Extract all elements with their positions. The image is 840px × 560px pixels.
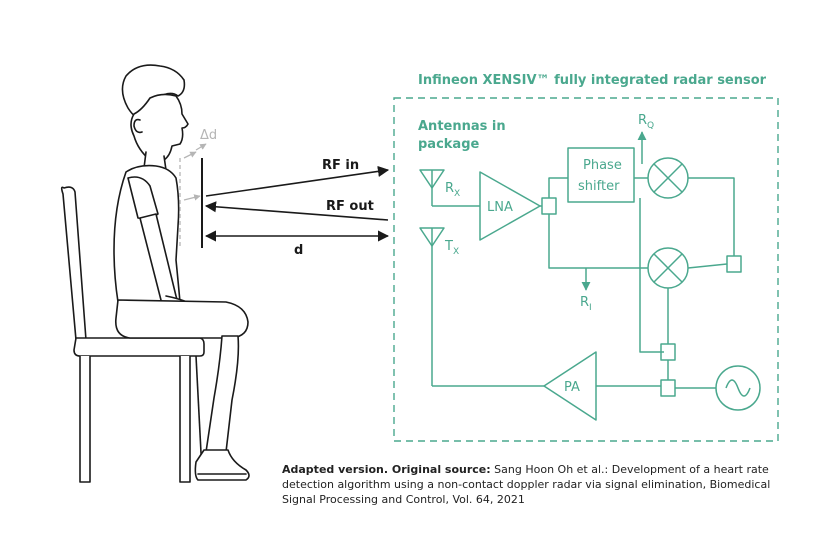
rx-label: RX	[445, 181, 460, 199]
mixer-icon	[647, 247, 689, 289]
antennas-label-line2: package	[418, 137, 480, 152]
phase-shifter-box	[567, 147, 635, 203]
rx-antenna-icon	[419, 169, 445, 206]
rf-in-label: RF in	[322, 158, 359, 173]
caption-text: Sang Hoon Oh et al.: Development of a he…	[282, 463, 771, 506]
source-caption: Adapted version. Original source: Sang H…	[282, 462, 802, 507]
sensor-box	[393, 97, 779, 442]
sensor-title: Infineon XENSIV™ fully integrated radar …	[418, 73, 767, 88]
chair-icon	[60, 186, 205, 483]
rq-label: RQ	[638, 113, 654, 131]
lo-node	[726, 255, 742, 273]
caption-bold: Adapted version. Original source:	[282, 463, 491, 476]
phase-shifter-label-line2: shifter	[578, 179, 620, 194]
splitter-node	[541, 197, 557, 215]
phase-shifter-label-line1: Phase	[583, 158, 622, 173]
rf-in-arrow	[205, 165, 390, 197]
pa-label: PA	[564, 380, 580, 395]
delta-d-label: Δd	[200, 128, 217, 143]
chest-displacement-marks	[179, 143, 207, 248]
oscillator-icon	[715, 365, 761, 411]
ri-label: RI	[580, 295, 592, 313]
person-sitting-icon	[113, 64, 250, 481]
lna-amplifier-icon	[479, 171, 541, 241]
oscillator-node	[660, 379, 676, 397]
tx-antenna-icon	[419, 227, 445, 386]
rf-out-label: RF out	[326, 199, 374, 214]
tx-label: TX	[444, 239, 459, 257]
rf-out-arrow	[204, 201, 389, 221]
lna-label: LNA	[487, 200, 513, 215]
antennas-label-line1: Antennas in	[418, 119, 506, 134]
distance-label: d	[294, 243, 303, 258]
mixer-icon	[647, 157, 689, 199]
